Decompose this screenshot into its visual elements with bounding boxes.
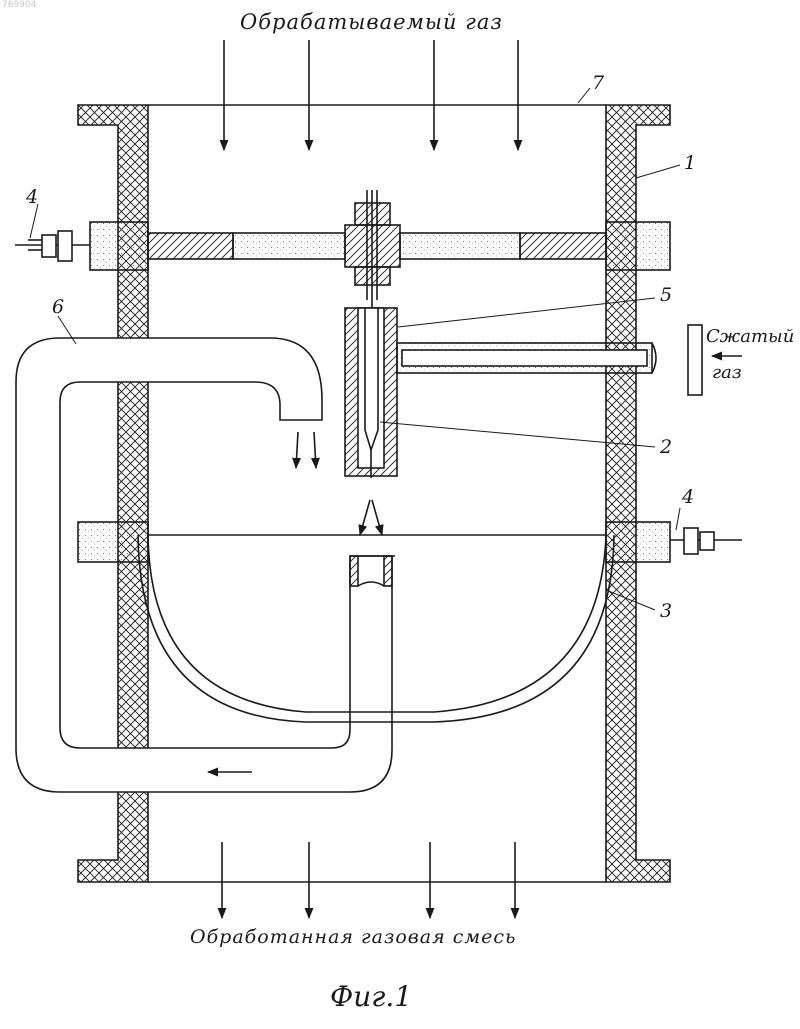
compressed-gas-label-2: газ (712, 362, 742, 383)
numeral-6: 6 (52, 296, 64, 318)
compressed-gas-label-1: Сжатый (706, 326, 794, 347)
numeral-2: 2 (660, 436, 672, 458)
inlet-gas-label: Обрабатываемый газ (240, 10, 503, 34)
outlet-arrows (222, 842, 515, 918)
numeral-1: 1 (684, 152, 696, 174)
left-terminal (15, 231, 90, 261)
numeral-5: 5 (660, 284, 672, 306)
return-pipe (16, 338, 395, 792)
compressed-gas-pipe (397, 325, 702, 395)
right-terminal (670, 528, 742, 554)
numeral-4-right: 4 (682, 486, 694, 508)
document-id: 769904 (2, 0, 36, 10)
numeral-7: 7 (592, 72, 604, 94)
numeral-3: 3 (660, 600, 672, 622)
numeral-4-left: 4 (26, 186, 38, 208)
figure-caption: Фиг.1 (330, 980, 412, 1013)
inlet-arrows (224, 40, 518, 150)
outlet-mixture-label: Обработанная газовая смесь (190, 926, 516, 948)
sleeve (345, 308, 397, 478)
